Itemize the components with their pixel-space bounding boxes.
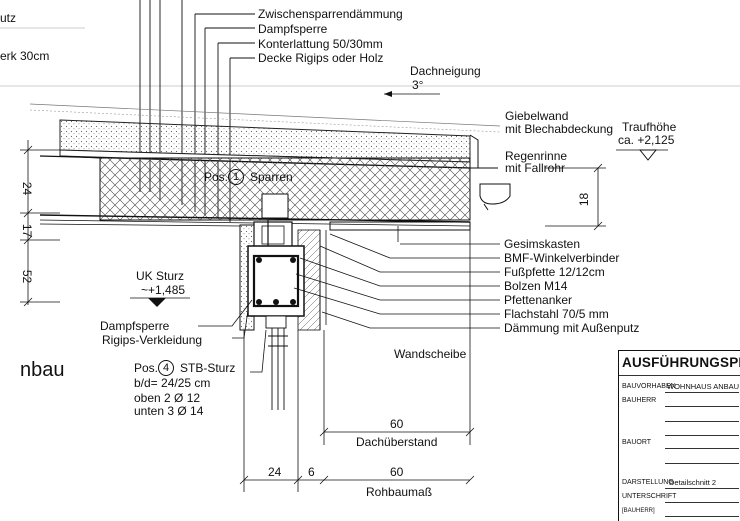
dim-overhang-value: 60	[390, 417, 404, 431]
lintel-name: STB-Sturz	[180, 361, 236, 375]
roof-pitch-label: Dachneigung	[410, 64, 481, 78]
tb-line	[665, 421, 739, 422]
gable-wall-label: Giebelwand	[505, 109, 569, 123]
callout-vapour-barrier: Dampfsperre	[258, 22, 328, 36]
callout-bolt: Bolzen M14	[504, 279, 568, 293]
bottom-dims	[239, 230, 475, 492]
tb-line	[665, 435, 739, 436]
tb-line	[665, 406, 739, 407]
section-title-fragment: nbau	[20, 359, 65, 381]
dim-raw-label: Rohbaumaß	[366, 485, 433, 499]
dim-24-left: 24	[20, 181, 35, 196]
callout-wall-plate: Fußpfette 12/12cm	[504, 265, 605, 279]
gutter-label: Regenrinne	[505, 149, 568, 163]
title-block-heading: AUSFÜHRUNGSPLAN	[622, 355, 740, 370]
roof-pitch-value: 3°	[412, 78, 424, 92]
callout-purlin-anchor: Pfettenanker	[504, 293, 573, 307]
callout-insulation: Zwischensparrendämmung	[258, 7, 403, 21]
title-block: AUSFÜHRUNGSPLAN BAUVORHABEN WOHNHAUS ANB…	[618, 350, 740, 521]
eave-height-value: ca. +2,125	[618, 133, 675, 147]
callout-vapour-left: Dampfsperre	[100, 319, 170, 333]
wall-section	[239, 224, 327, 331]
dim-60-bottom: 60	[390, 465, 404, 479]
tb-view-label: DARSTELLUNG	[622, 479, 674, 486]
tb-line	[665, 502, 739, 503]
dim-overhang-label: Dachüberstand	[356, 435, 438, 449]
dim-18: 18	[577, 192, 592, 207]
callout-insulation-render: Dämmung mit Außenputz	[504, 321, 640, 335]
dim-6-bottom: 6	[308, 465, 315, 479]
tb-site-label: BAUORT	[622, 439, 652, 446]
tb-line	[665, 488, 739, 489]
lintel-pos-number: 4	[158, 360, 174, 376]
tb-line	[665, 516, 739, 517]
window-frame	[265, 315, 288, 410]
lintel-pos-prefix: Pos.	[134, 361, 159, 375]
callout-counter-battens: Konterlattung 50/30mm	[258, 37, 383, 51]
left-dim-chain	[20, 140, 60, 307]
rafter-label: Sparren	[250, 170, 293, 184]
right-leaders	[293, 233, 500, 329]
tb-line	[665, 448, 739, 449]
callout-ceiling: Decke Rigips oder Holz	[258, 51, 384, 65]
lintel-bottom-rebar: unten 3 Ø 14	[134, 404, 204, 418]
callout-cladding-left: Rigips-Verkleidung	[102, 333, 203, 347]
tb-sign2-label: [BAUHERR]	[622, 508, 655, 514]
top-left-text-2: erk 30cm	[0, 49, 50, 63]
gable-wall-label-2: mit Blechabdeckung	[505, 122, 614, 136]
tb-project-value: WOHNHAUS ANBAU	[667, 382, 740, 391]
tb-client-label: BAUHERR	[622, 397, 657, 404]
lintel-level-value: ~+1,485	[141, 283, 186, 297]
tb-project-label: BAUVORHABEN	[622, 383, 676, 390]
gutter	[469, 134, 511, 211]
dim-24-bottom: 24	[268, 465, 282, 479]
callout-soffit: Gesimskasten	[504, 237, 581, 251]
title-block-divider	[619, 375, 740, 376]
top-left-text: utz	[0, 11, 17, 25]
gutter-label-2: mit Fallrohr	[505, 161, 566, 175]
rafter-pos-prefix: Pos.	[204, 170, 229, 184]
rafter-pos-number: 1	[228, 169, 244, 185]
callout-flat-steel: Flachstahl 70/5 mm	[504, 307, 609, 321]
tb-view-value: Detailschnitt 2	[669, 478, 717, 487]
lintel-dims: b/d= 24/25 cm	[134, 376, 211, 390]
tb-sign-label: UNTERSCHRIFT	[622, 493, 677, 500]
eave-height-label: Traufhöhe	[622, 120, 677, 134]
tb-line	[665, 463, 739, 464]
tb-line	[665, 392, 739, 393]
callout-angle-connector: BMF-Winkelverbinder	[504, 251, 620, 265]
dim-17-left: 17	[20, 223, 35, 238]
dim-52-left: 52	[20, 269, 35, 284]
lintel-level-label: UK Sturz	[136, 269, 185, 283]
wall-label: Wandscheibe	[394, 347, 467, 361]
lintel-top-rebar: oben 2 Ø 12	[134, 391, 201, 405]
